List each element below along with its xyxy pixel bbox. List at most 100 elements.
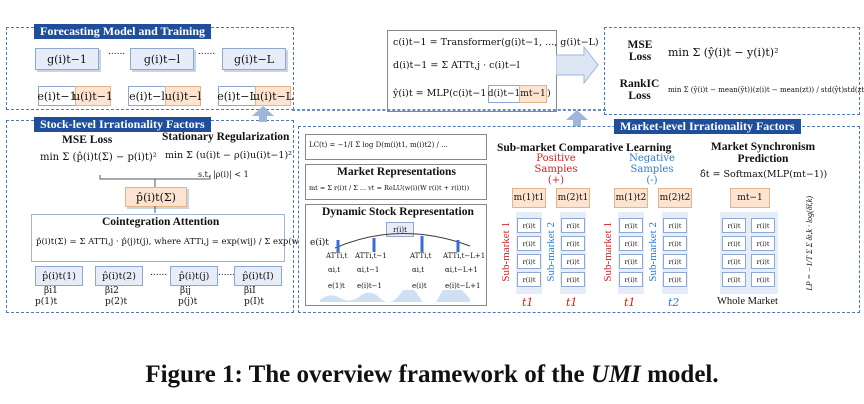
forecast-header: Forecasting Model and Training — [34, 24, 212, 39]
dyn-att: ATTi,t — [326, 252, 348, 260]
r-cell: r(i)t — [751, 254, 775, 269]
dyn-att: ATTi,t — [410, 252, 432, 260]
r-cell: r(i)t — [663, 236, 687, 251]
stock-cell: p̂(i)t(I) — [234, 266, 282, 286]
contrast-loss-box — [305, 134, 487, 160]
time-label: t1 — [566, 296, 578, 309]
dyn-alpha: αi,t−1 — [357, 266, 380, 274]
dyn-att: ATTi,t−L+1 — [443, 252, 486, 260]
phat-arrows — [99, 175, 211, 213]
stock-header: Stock-level Irrationality Factors — [34, 117, 211, 132]
submarket-label: Sub-market 1 — [602, 222, 614, 282]
stationary-formula: min Σ (u(i)t − ρ(i)u(i)t−1)² — [165, 150, 292, 161]
dyn-title: Dynamic Stock Representation — [322, 206, 474, 218]
e-cell-2: e(i)t−l — [128, 86, 166, 106]
beta-label: βi2 — [105, 286, 119, 296]
r-cell: r(i)t — [517, 236, 541, 251]
stationary-cond: s.t. |ρ(i)| < 1 — [198, 170, 249, 179]
r-cell: r(i)t — [722, 272, 746, 287]
dyn-e-row: e(1)t — [328, 282, 345, 290]
connector-line — [292, 109, 606, 111]
price-label: p(2)t — [105, 297, 128, 307]
u-cell-1: u(i)t−1 — [73, 86, 113, 106]
submarket-label: Sub-market 2 — [647, 222, 659, 282]
beta-label: βij — [180, 286, 191, 296]
eq-mlp: ŷ(i)t = MLP(c(i)t−1 | — [393, 88, 493, 99]
r-cell: r(i)t — [663, 254, 687, 269]
r-cell: r(i)t — [619, 272, 643, 287]
m-cell: m(2)t2 — [658, 188, 692, 208]
time-label: t1 — [522, 296, 534, 309]
dyn-e: e(i)t — [310, 238, 329, 248]
up-arrow-market — [566, 110, 588, 126]
dyn-e-row: e(i)t−L+1 — [445, 282, 481, 290]
stock-mse-formula: min Σ (p̂(i)t(Σ) − p(i)t)² — [40, 152, 157, 163]
eq-d-cell: d(i)t−1 — [488, 85, 520, 103]
eq-transformer: c(i)t−1 = Transformer(g(i)t−1, ..., g(i)… — [393, 37, 599, 48]
eq-attention: d(i)t−1 = Σ ATTt,j · c(i)t−l — [393, 60, 520, 71]
price-label: p(j)t — [178, 297, 198, 307]
dyn-e-row: e(i)t−1 — [357, 282, 382, 290]
time-label: t1 — [624, 296, 636, 309]
r-cell: r(i)t — [561, 272, 585, 287]
contrast-loss: LC(t) = −1/I Σ log D(m(i)t1, m(i)t2) / .… — [309, 141, 448, 149]
beta-label: βi1 — [44, 286, 58, 296]
r-cell: r(i)t — [619, 236, 643, 251]
figure-caption: Figure 1: The overview framework of the … — [0, 361, 864, 389]
ellipsis: ...... — [198, 47, 216, 57]
r-cell: r(i)t — [517, 254, 541, 269]
r-cell: r(i)t — [722, 254, 746, 269]
u-cell-2: u(i)t−l — [165, 86, 201, 106]
m-cell: m(1)t1 — [512, 188, 546, 208]
r-cell: r(i)t — [517, 272, 541, 287]
r-cell: r(i)t — [751, 272, 775, 287]
r-cell: r(i)t — [722, 218, 746, 233]
g-cell-1: g(i)t−1 — [35, 48, 99, 70]
sync-formula: δ̂t = Softmax(MLP(mt−1)) — [700, 169, 828, 180]
u-cell-3: u(i)t−L — [253, 86, 293, 106]
caption-suffix: model. — [640, 361, 719, 388]
r-cell: r(i)t — [619, 218, 643, 233]
m-cell: m(2)t1 — [556, 188, 590, 208]
caption-prefix: Figure 1: The overview framework of the — [145, 361, 591, 388]
negative-label: Negative Samples (-) — [629, 153, 675, 186]
r-cell: r(i)t — [619, 254, 643, 269]
dyn-alpha: αi,t — [328, 266, 341, 274]
m-whole-cell: mt−1 — [730, 188, 770, 208]
whole-market-label: Whole Market — [717, 296, 778, 307]
dyn-wave — [320, 290, 470, 302]
m-cell: m(1)t2 — [614, 188, 648, 208]
ellipsis: ...... — [108, 47, 126, 57]
eq-close: ) — [547, 88, 551, 99]
positive-label: Positive Samples (+) — [534, 153, 578, 186]
g-cell-3: g(i)t−L — [222, 48, 286, 70]
stationary-title: Stationary Regularization — [162, 131, 290, 143]
lp-formula: LP = −1/T Σ Σ δt,k · log(δ̂t,k) — [805, 196, 814, 291]
market-header: Market-level Irrationality Factors — [614, 119, 801, 134]
r-cell: r(i)t — [663, 218, 687, 233]
sync-title: Market Synchronism Prediction — [710, 141, 816, 165]
dyn-alpha: αi,t — [412, 266, 425, 274]
dyn-att: ATTi,t−1 — [355, 252, 387, 260]
coint-box — [31, 214, 285, 262]
r-cell: r(i)t — [561, 254, 585, 269]
coint-title: Cointegration Attention — [102, 216, 220, 228]
rep-title: Market Representations — [337, 166, 456, 178]
stock-mse-title: MSE Loss — [62, 134, 113, 146]
r-cell: r(i)t — [517, 218, 541, 233]
time-label: t2 — [668, 296, 680, 309]
stock-cell: p̂(i)t(2) — [95, 266, 143, 286]
price-label: p(I)t — [244, 297, 264, 307]
dyn-alpha: αi,t−L+1 — [445, 266, 478, 274]
r-cell: r(i)t — [561, 236, 585, 251]
dyn-e-row: e(i)t — [412, 282, 427, 290]
beta-label: βiI — [244, 286, 256, 296]
g-cell-2: g(i)t−l — [130, 48, 194, 70]
eq-m-cell: mt−1 — [519, 85, 547, 103]
r-cell: r(i)t — [751, 236, 775, 251]
r-cell: r(i)t — [722, 236, 746, 251]
submarket-title: Sub-market Comparative Learning — [497, 142, 672, 154]
dyn-curve — [334, 233, 471, 252]
r-cell: r(i)t — [561, 218, 585, 233]
phat-sigma-cell: p̂(i)t(Σ) — [125, 187, 187, 207]
